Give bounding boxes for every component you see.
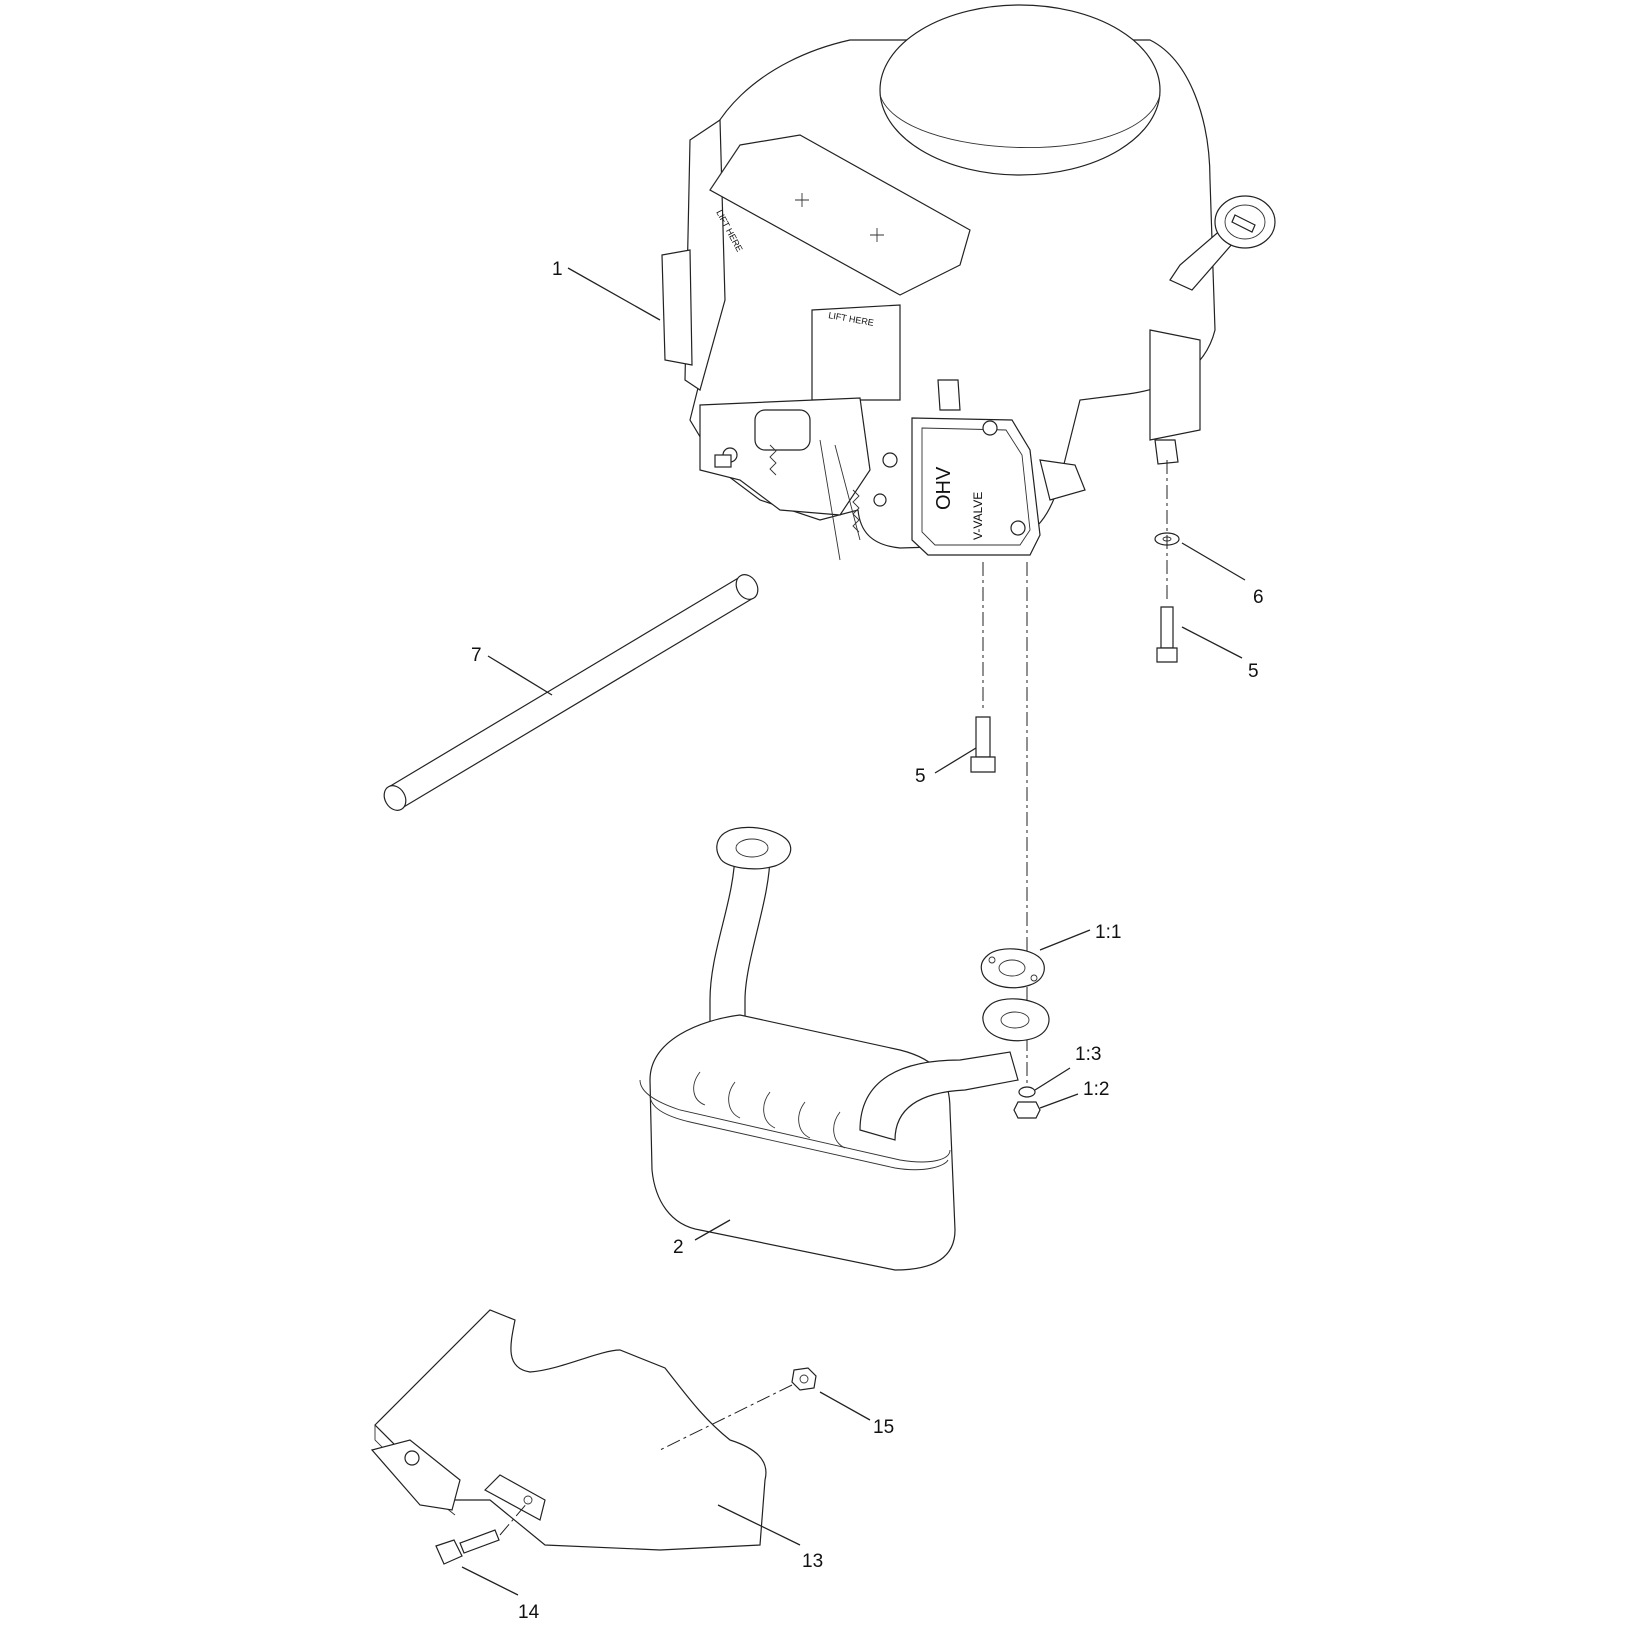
- leader-lines: [461, 267, 1246, 1596]
- muffler: [639, 826, 1050, 1271]
- callout-13: 13: [802, 1551, 823, 1572]
- valve-cover-marking-ohv: OHV: [933, 466, 955, 510]
- callout-1: 1: [552, 259, 563, 280]
- callout-5-right: 5: [1248, 661, 1259, 682]
- callout-7: 7: [471, 645, 482, 666]
- bolt-shield: [435, 1529, 500, 1565]
- callout-1-3: 1:3: [1075, 1044, 1101, 1065]
- callout-5-center: 5: [915, 766, 926, 787]
- gasket: [980, 948, 1045, 989]
- callout-2: 2: [673, 1237, 684, 1258]
- valve-cover-marking-vvalve: V-VALVE: [971, 492, 985, 540]
- bolt-center: [970, 716, 996, 773]
- nut: [791, 1367, 817, 1391]
- lock-washer: [1018, 1086, 1036, 1098]
- callout-1-1: 1:1: [1095, 922, 1121, 943]
- hex-nut: [1013, 1101, 1041, 1119]
- callout-15: 15: [873, 1417, 894, 1438]
- heat-shield: [370, 1309, 767, 1551]
- callout-6: 6: [1253, 587, 1264, 608]
- alignment-line-bolt-shield: [499, 1501, 529, 1536]
- bolt-right: [1156, 606, 1178, 663]
- tube: [383, 574, 759, 811]
- callout-1-2: 1:2: [1083, 1079, 1109, 1100]
- engine: LIFT HERE LIFT HERE OHV V-VALVE: [661, 4, 1276, 561]
- callout-14: 14: [518, 1602, 540, 1623]
